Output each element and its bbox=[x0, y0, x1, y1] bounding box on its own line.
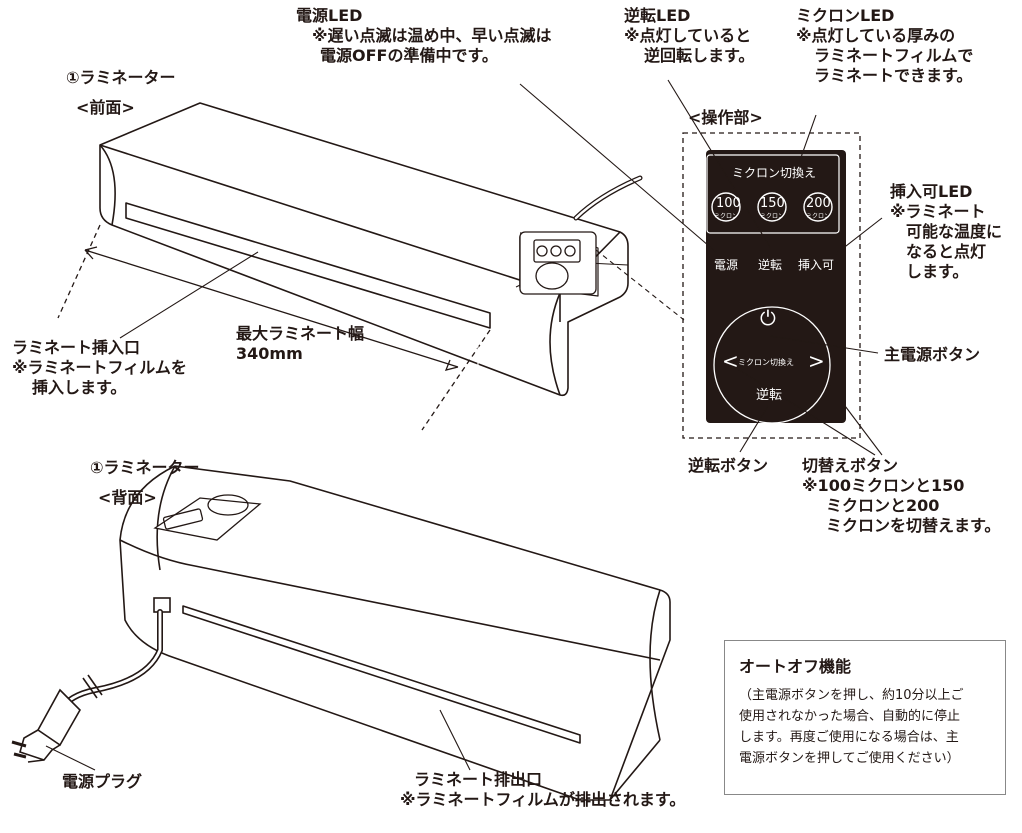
power-led-label: 電源 bbox=[714, 258, 739, 272]
laminator-back-illustration bbox=[119, 465, 671, 801]
front-control-panel-illustration bbox=[519, 231, 597, 295]
micron-100-led bbox=[711, 192, 741, 222]
reverse-led-label: 逆転 bbox=[758, 258, 783, 272]
back-section-subtitle: <背面> bbox=[98, 488, 157, 507]
auto-off-info-box: オートオフ機能 （主電源ボタンを押し、約10分以上ご 使用されなかった場合、自動… bbox=[724, 640, 1006, 795]
micron-200-unit: ミクロン bbox=[805, 213, 830, 220]
reverse-led-callout: 逆転LED ※点灯していると 逆回転します。 bbox=[624, 6, 755, 65]
dial-center-label: ミクロン切換え bbox=[738, 358, 794, 367]
power-plug-illustration bbox=[11, 597, 171, 763]
max-width-callout: 最大ラミネート幅 340mm bbox=[236, 324, 365, 363]
auto-off-body-line: 電源ボタンを押してご使用ください） bbox=[739, 751, 960, 766]
front-power-cord bbox=[573, 175, 643, 221]
auto-off-body-line: します。再度ご使用になる場合は、主 bbox=[739, 730, 959, 745]
control-panel-callout-frame bbox=[682, 132, 861, 439]
dial-button bbox=[713, 306, 831, 424]
insert-led-callout: 挿入可LED ※ラミネート 可能な温度に なると点灯 します。 bbox=[890, 182, 1003, 281]
reverse-button-callout: 逆転ボタン bbox=[688, 456, 769, 475]
control-section-title: <操作部> bbox=[688, 108, 763, 127]
power-led-callout: 電源LED ※遅い点滅は温め中、早い点滅は 電源OFFの準備中です。 bbox=[296, 6, 552, 65]
front-section-subtitle: <前面> bbox=[76, 98, 135, 117]
control-panel bbox=[706, 150, 846, 423]
chevron-right-icon[interactable]: > bbox=[808, 349, 825, 373]
insert-led-label: 挿入可 bbox=[798, 258, 835, 272]
main-power-button-callout: 主電源ボタン bbox=[884, 345, 981, 364]
micron-150-unit: ミクロン bbox=[759, 213, 784, 220]
insert-slot-callout: ラミネート挿入口 ※ラミネートフィルムを 挿入します。 bbox=[12, 338, 187, 397]
power-icon[interactable]: ⏻ bbox=[760, 306, 776, 330]
chevron-left-icon[interactable]: < bbox=[722, 349, 739, 373]
micron-200-value: 200 bbox=[806, 196, 831, 211]
auto-off-title: オートオフ機能 bbox=[739, 657, 852, 676]
front-section-title: ①ラミネーター bbox=[66, 68, 176, 87]
micron-100-value: 100 bbox=[716, 196, 741, 211]
back-section-title: ①ラミネーター bbox=[90, 458, 200, 477]
reverse-button-label[interactable]: 逆転 bbox=[756, 388, 783, 403]
auto-off-body-line: 使用されなかった場合、自動的に停止 bbox=[739, 709, 961, 724]
auto-off-body-line: （主電源ボタンを押し、約10分以上ご bbox=[739, 688, 964, 703]
leader-lines bbox=[45, 79, 883, 771]
micron-200-led bbox=[803, 192, 833, 222]
power-plug-callout: 電源プラグ bbox=[62, 772, 143, 791]
switch-button-callout: 切替えボタン ※100ミクロンと150 ミクロンと200 ミクロンを切替えます。 bbox=[802, 456, 1001, 535]
back-control-panel-illustration bbox=[153, 494, 262, 541]
micron-150-led bbox=[757, 192, 787, 222]
output-slot-callout: ラミネート排出口 ※ラミネートフィルムが排出されます。 bbox=[400, 770, 686, 809]
micron-150-value: 150 bbox=[760, 196, 785, 211]
micron-switch-label: ミクロン切換え bbox=[732, 166, 817, 180]
micron-100-unit: ミクロン bbox=[713, 213, 738, 220]
micron-switch-frame bbox=[706, 154, 840, 234]
micron-led-callout: ミクロンLED ※点灯している厚みの ラミネートフィルムで ラミネートできます。 bbox=[796, 6, 974, 85]
